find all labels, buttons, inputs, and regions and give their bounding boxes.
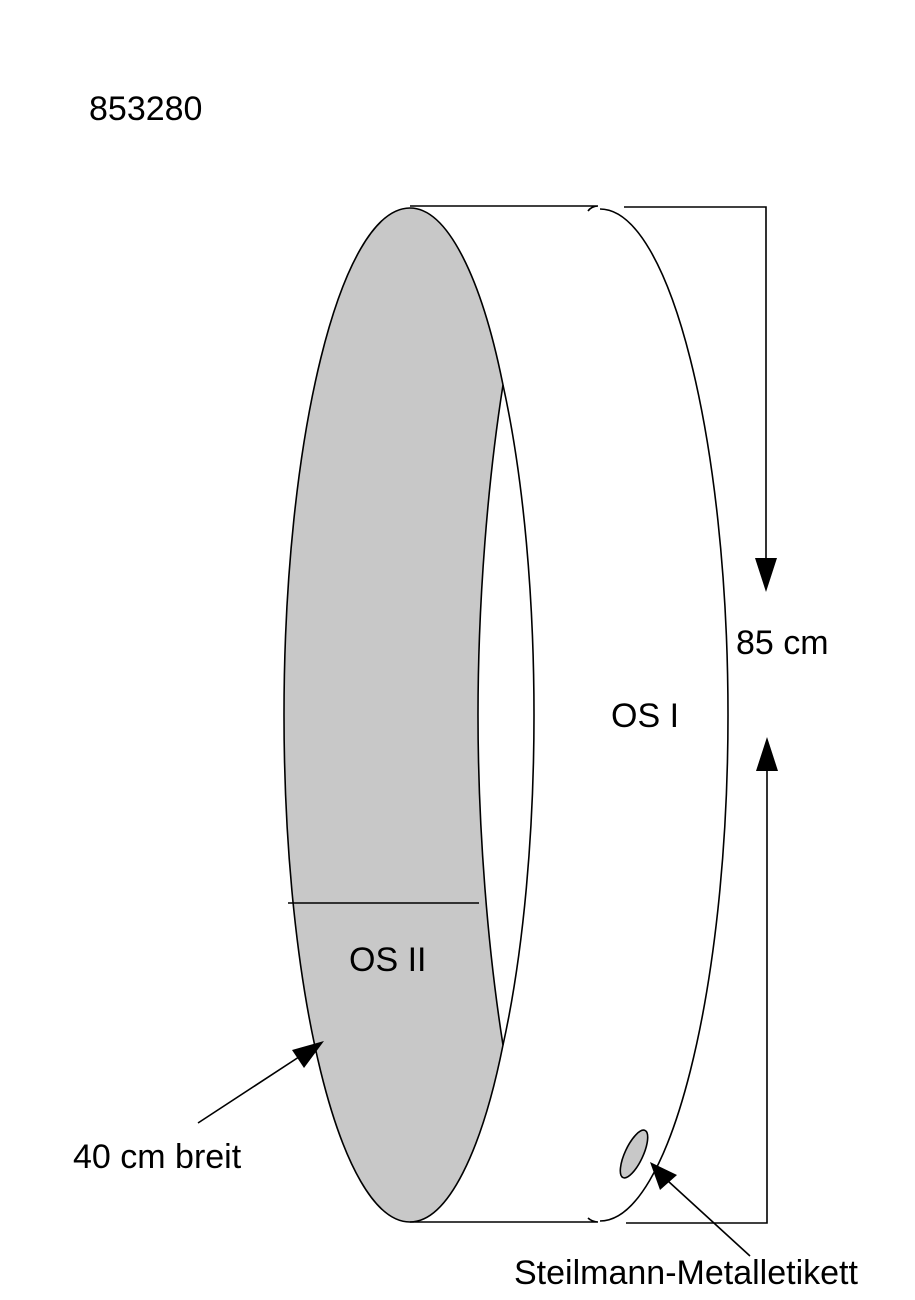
top-edge-line xyxy=(410,205,599,212)
metal-tag-label: Steilmann-Metalletikett xyxy=(514,1254,858,1292)
product-id-label: 853280 xyxy=(89,90,203,128)
width-label: 40 cm breit xyxy=(73,1138,242,1176)
height-arrow-up-icon xyxy=(756,737,778,771)
front-face-fill xyxy=(283,207,504,1223)
height-dim-top-line xyxy=(624,206,767,565)
height-label: 85 cm xyxy=(736,624,829,662)
width-leader-line xyxy=(197,1052,306,1124)
height-dimension-top xyxy=(624,207,766,565)
inner-hole-edge xyxy=(502,384,535,1046)
tag-leader-line xyxy=(667,1180,751,1257)
inner-edge xyxy=(503,385,534,1045)
segment-os1-label: OS I xyxy=(611,697,680,735)
height-arrow-down-icon xyxy=(755,558,777,592)
bottom-edge-line xyxy=(410,1217,599,1223)
height-dim-bottom-line xyxy=(626,770,768,1224)
width-arrow-icon xyxy=(292,1041,324,1068)
segment-os2-label: OS II xyxy=(349,941,427,979)
tag-arrow-icon xyxy=(650,1162,677,1190)
height-dimension-bottom xyxy=(626,770,767,1223)
back-rim-edge xyxy=(599,208,729,1222)
metal-tag-icon xyxy=(619,1129,649,1179)
